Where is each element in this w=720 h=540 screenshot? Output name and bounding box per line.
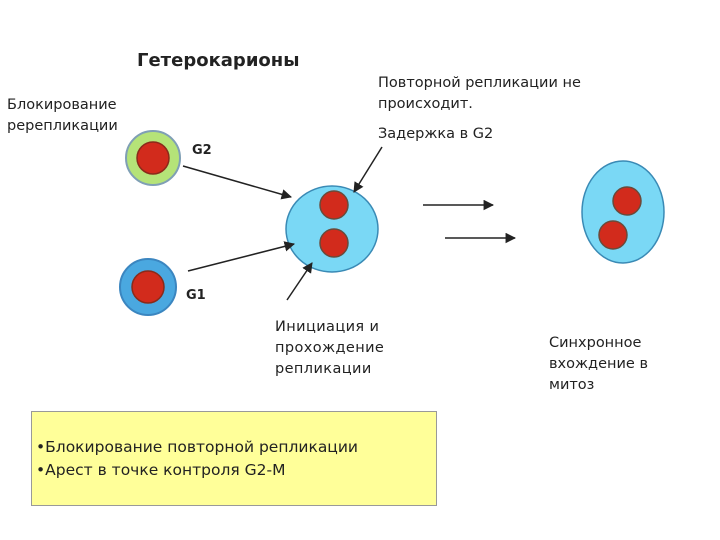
arrow-g1-to-heterokaryon <box>187 241 296 272</box>
heterokaryon-nucleus-bottom <box>319 228 349 258</box>
heterokaryon-cell <box>285 185 379 273</box>
arrow-g2-to-heterokaryon <box>182 165 293 200</box>
initiation-note: Инициация и прохождение репликации <box>275 317 384 380</box>
no-rereplication-line2: происходит. <box>378 96 473 112</box>
heterokaryon-nucleus-top <box>319 190 349 220</box>
arrow-initiation-pointer <box>286 262 313 301</box>
legend-box: •Блокирование повторной репликации •Арес… <box>31 411 437 506</box>
g1-nucleus <box>131 270 165 304</box>
diagram-title: Гетерокарионы <box>137 50 300 71</box>
block-rereplication-line1: Блокирование <box>7 97 117 113</box>
block-rereplication-line2: ререпликации <box>7 118 118 134</box>
mitosis-nucleus-bottom <box>598 220 628 250</box>
legend-item-block-rereplication: •Блокирование повторной репликации <box>36 436 436 459</box>
sync-line2: вхождение в <box>549 356 648 372</box>
g2-nucleus <box>136 141 170 175</box>
sync-line1: Синхронное <box>549 335 642 351</box>
g2-label: G2 <box>192 143 212 158</box>
legend-bullet: • <box>36 438 46 456</box>
initiation-line3: репликации <box>275 361 372 377</box>
synchronous-mitosis-note: Синхронное вхождение в митоз <box>549 333 648 396</box>
g2-cell <box>125 130 181 186</box>
g2-delay-note: Задержка в G2 <box>378 126 494 142</box>
no-rereplication-line1: Повторной репликации не <box>378 75 581 91</box>
no-rereplication-note: Повторной репликации не происходит. <box>378 73 581 115</box>
legend-bullet: • <box>36 461 46 479</box>
mitosis-cell <box>581 160 665 264</box>
mitosis-nucleus-top <box>612 186 642 216</box>
initiation-line1: Инициация и <box>275 319 380 335</box>
legend-item1-text: Блокирование повторной репликации <box>45 438 359 456</box>
sync-line3: митоз <box>549 377 595 393</box>
legend-item-g2m-arrest: •Арест в точке контроля G2-M <box>36 459 436 482</box>
legend-item2-text: Арест в точке контроля G2-M <box>45 461 286 479</box>
initiation-line2: прохождение <box>275 340 385 356</box>
block-rereplication-label: Блокирование ререпликации <box>7 95 118 137</box>
arrow-delay-pointer <box>353 146 383 193</box>
g1-label: G1 <box>186 288 206 303</box>
g1-cell <box>119 258 177 316</box>
